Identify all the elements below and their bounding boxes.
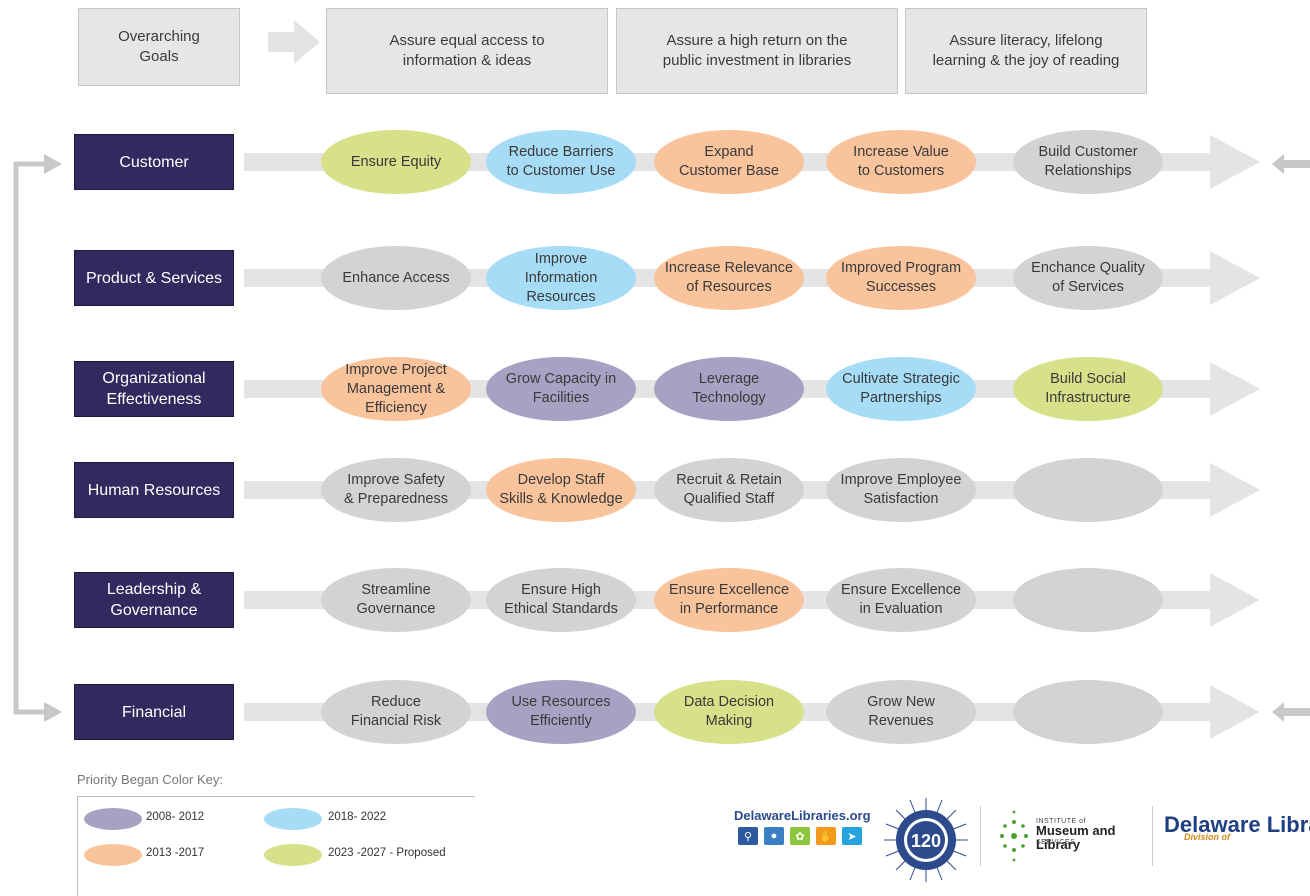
legend-swatch-orange [84, 844, 142, 866]
objective-oval: Reduce Barriers to Customer Use [486, 130, 636, 194]
legend-label-2018: 2018- 2022 [328, 811, 387, 823]
objective-oval [1013, 680, 1163, 744]
objective-oval: Improve Information Resources [486, 246, 636, 310]
goals-arrow-icon [268, 20, 320, 64]
objective-oval [1013, 458, 1163, 522]
objective-oval: Ensure High Ethical Standards [486, 568, 636, 632]
objective-oval: Expand Customer Base [654, 130, 804, 194]
objective-oval: Improve Project Management & Efficiency [321, 357, 471, 421]
objective-oval: Leverage Technology [654, 357, 804, 421]
legend-title: Priority Began Color Key: [77, 772, 223, 787]
legend-label-2023: 2023 -2027 - Proposed [328, 847, 446, 859]
imls-logo-subtext: SERVICES [1036, 839, 1076, 846]
row-label: Leadership & Governance [74, 572, 234, 628]
imls-logo-text: Museum and Library [1036, 823, 1116, 852]
imls-prefix: INSTITUTE of [1036, 818, 1086, 825]
row-label: Product & Services [74, 250, 234, 306]
objective-oval: Use Resources Efficiently [486, 680, 636, 744]
row-label: Customer [74, 134, 234, 190]
goal-high-return: Assure a high return on the public inves… [616, 8, 898, 94]
seal-number: 120 [911, 831, 941, 851]
feedback-loop-arrow [13, 154, 62, 722]
objective-oval: Ensure Equity [321, 130, 471, 194]
celebrating-120-seal-icon: 120 [884, 798, 968, 882]
objective-oval: Data Decision Making [654, 680, 804, 744]
search-icon: ⚲ [738, 827, 758, 845]
imls-logo[interactable]: INSTITUTE of Museum and Library SERVICES [996, 806, 1144, 866]
imls-burst-icon [1000, 810, 1028, 862]
objective-oval: Recruit & Retain Qualified Staff [654, 458, 804, 522]
goal-equal-access: Assure equal access to information & ide… [326, 8, 608, 94]
delaware-libraries-logo-text: DelawareLibraries.org [734, 808, 871, 823]
return-arrow-icon-bottom [1272, 702, 1310, 722]
delaware-logo-text: Delaware Librari [1164, 812, 1310, 837]
legend: 2008- 2012 2018- 2022 2013 -2017 2023 -2… [77, 796, 475, 896]
objective-oval: Ensure Excellence in Performance [654, 568, 804, 632]
objective-oval: Build Social Infrastructure [1013, 357, 1163, 421]
objective-oval [1013, 568, 1163, 632]
objective-oval: Enchance Quality of Services [1013, 246, 1163, 310]
objective-oval: Develop Staff Skills & Knowledge [486, 458, 636, 522]
delaware-division-of-libraries-logo[interactable]: Delaware Librari Division of [1164, 812, 1310, 872]
objective-oval: Increase Relevance of Resources [654, 246, 804, 310]
bird-icon: ➤ [842, 827, 862, 845]
row-label: Financial [74, 684, 234, 740]
hand-icon: ✋ [816, 827, 836, 845]
legend-label-2008: 2008- 2012 [146, 811, 205, 823]
goal-literacy: Assure literacy, lifelong learning & the… [905, 8, 1147, 94]
row-label: Human Resources [74, 462, 234, 518]
objective-oval: Improve Safety & Preparedness [321, 458, 471, 522]
objective-oval: Improve Employee Satisfaction [826, 458, 976, 522]
legend-swatch-green [264, 844, 322, 866]
logo-divider [980, 806, 981, 866]
objective-oval: Ensure Excellence in Evaluation [826, 568, 976, 632]
objective-oval: Cultivate Strategic Partnerships [826, 357, 976, 421]
sprout-icon: ✿ [790, 827, 810, 845]
row-label: Organizational Effectiveness [74, 361, 234, 417]
objective-oval: Grow Capacity in Facilities [486, 357, 636, 421]
objective-oval: Grow New Revenues [826, 680, 976, 744]
legend-swatch-blue [264, 808, 322, 830]
legend-label-2013: 2013 -2017 [146, 847, 205, 859]
objective-oval: Enhance Access [321, 246, 471, 310]
objective-oval: Increase Value to Customers [826, 130, 976, 194]
objective-oval: Build Customer Relationships [1013, 130, 1163, 194]
legend-swatch-purple [84, 808, 142, 830]
delaware-libraries-logo[interactable]: DelawareLibraries.org ⚲ ● ✿ ✋ ➤ [734, 808, 874, 868]
division-of-text: Division of [1184, 832, 1231, 842]
people-icon: ● [764, 827, 784, 845]
overarching-goals-label: Overarching Goals [78, 8, 240, 86]
objective-oval: Reduce Financial Risk [321, 680, 471, 744]
return-arrow-icon-top [1272, 154, 1310, 174]
logo-divider-2 [1152, 806, 1153, 866]
objective-oval: Streamline Governance [321, 568, 471, 632]
objective-oval: Improved Program Successes [826, 246, 976, 310]
